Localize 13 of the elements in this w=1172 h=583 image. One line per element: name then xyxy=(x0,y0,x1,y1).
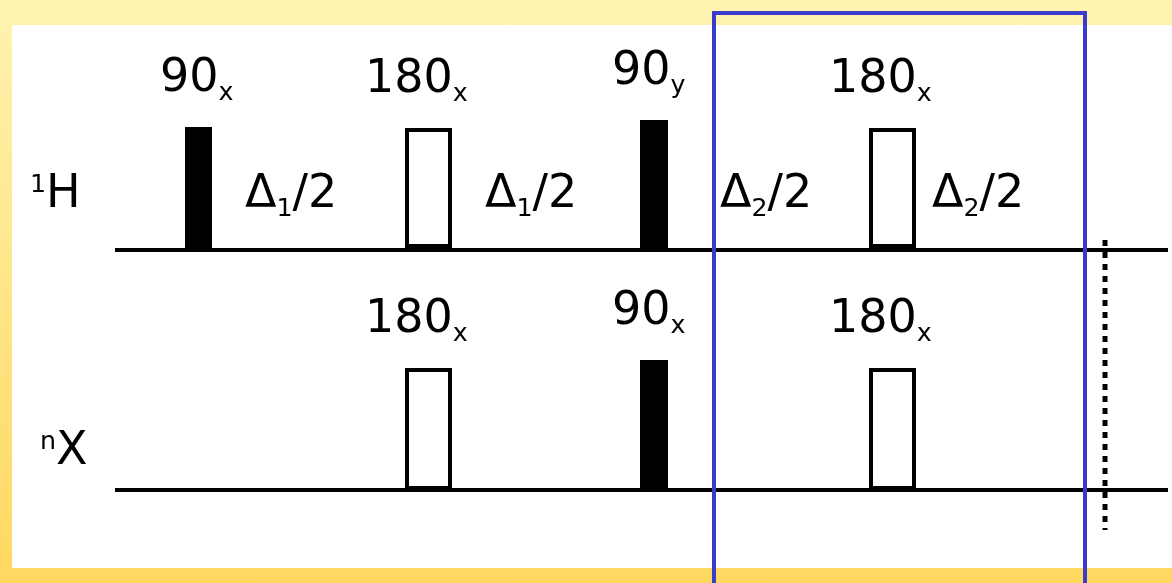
delay-label: Δ$_{2}$/2 xyxy=(720,168,813,221)
pulse-label: 180$_{x}$ xyxy=(365,293,468,346)
delay-label: Δ$_{2}$/2 xyxy=(932,168,1025,221)
pulse-label: 90$_{y}$ xyxy=(612,45,686,98)
pulse-label: 180$_{x}$ xyxy=(365,53,468,106)
channel-label: $^{1}$H xyxy=(30,168,81,214)
delay-label: Δ$_{1}$/2 xyxy=(245,168,338,221)
pulse-label: 180$_{x}$ xyxy=(829,293,932,346)
pulse-label: 90$_{x}$ xyxy=(160,52,234,105)
pulse-label: 180$_{x}$ xyxy=(829,53,932,106)
channel-label: $^{n}$X xyxy=(40,425,88,471)
delay-label: Δ$_{1}$/2 xyxy=(485,168,578,221)
pulse-label: 90$_{x}$ xyxy=(612,285,686,338)
